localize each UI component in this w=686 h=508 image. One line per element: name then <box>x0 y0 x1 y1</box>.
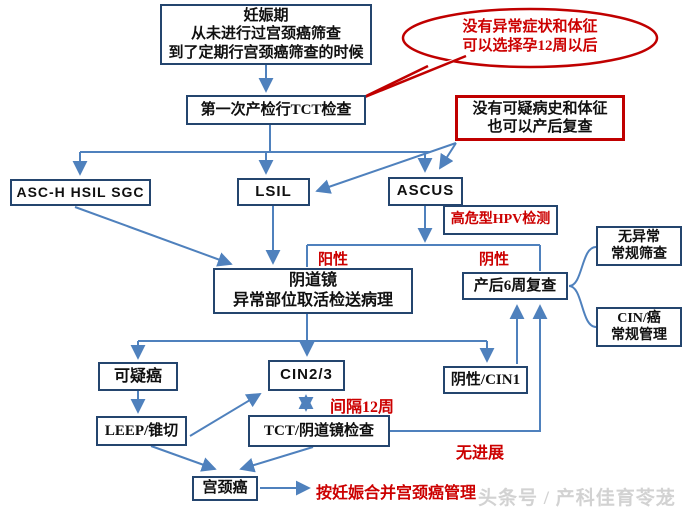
arrow-noprogress-to-postpartum <box>390 304 548 432</box>
node-no-suspicious-history: 没有可疑病史和体征 也可以产后复查 <box>455 95 625 141</box>
callout-line1: 没有异常症状和体征 <box>462 19 598 35</box>
node-cin23: CIN2/3 <box>268 360 345 391</box>
arrow-asch-to-colposcopy <box>74 206 233 267</box>
node-hpv-test: 高危型HPV检测 <box>443 205 558 235</box>
brace-postpartum-top <box>568 246 597 287</box>
node-postpartum-6w: 产后6周复查 <box>462 272 568 300</box>
node-ascus: ASCUS <box>388 177 463 206</box>
node-leep: LEEP/锥切 <box>96 416 187 446</box>
node-no-suspicious-history-line2: 也可以产后复查 <box>487 119 593 135</box>
node-pregnancy-line2: 从未进行过宫颈癌筛查 <box>190 26 341 43</box>
node-lsil-label: LSIL <box>255 182 292 200</box>
node-cin-cancer-mgmt-line1: CIN/癌 <box>617 310 661 326</box>
label-no-progress: 无进展 <box>456 445 505 462</box>
node-pregnancy-line1: 妊娠期 <box>243 8 289 25</box>
node-cervical-cancer: 宫颈癌 <box>192 476 258 501</box>
node-colposcopy-line1: 阴道镜 <box>288 272 337 290</box>
node-asc-h: ASC-H HSIL SGC <box>10 179 151 206</box>
node-hpv-test-label: 高危型HPV检测 <box>450 212 551 228</box>
node-no-abnormal-line2: 常规筛查 <box>611 247 667 262</box>
label-interval-12w: 间隔12周 <box>330 399 395 416</box>
node-no-abnormal-line1: 无异常 <box>618 229 660 245</box>
label-manage-as-cancer: 按妊娠合并宫颈癌管理 <box>316 485 477 502</box>
brace-postpartum-bottom <box>568 285 597 328</box>
callout-ellipse <box>401 7 659 69</box>
node-suspected-cancer: 可疑癌 <box>98 362 178 391</box>
node-lsil: LSIL <box>237 178 310 206</box>
node-cervical-cancer-label: 宫颈癌 <box>202 480 248 497</box>
node-tct-colposcopy-label: TCT/阴道镜检查 <box>263 422 374 439</box>
node-suspected-cancer-label: 可疑癌 <box>113 367 162 385</box>
callout-tail-edge-top <box>359 54 467 101</box>
arrow-history-to-ascus <box>438 142 457 170</box>
node-pregnancy-line3: 到了定期行宫颈癌筛查的时候 <box>168 44 364 61</box>
node-no-abnormal: 无异常 常规筛查 <box>596 226 682 266</box>
arrow-history-to-lsil <box>315 142 457 194</box>
node-cin-cancer-mgmt: CIN/癌 常规管理 <box>596 307 682 347</box>
callout-line2: 可以选择孕12周以后 <box>462 38 598 54</box>
node-ascus-label: ASCUS <box>396 182 455 200</box>
arrow-tctcolpo-to-cancer <box>239 446 314 473</box>
node-colposcopy-line2: 异常部位取活检送病理 <box>232 292 393 309</box>
node-negative-cin1: 阴性/CIN1 <box>443 366 528 394</box>
watermark: 头条号 / 产科佳育苓茏 <box>478 488 676 508</box>
callout-bubble <box>359 7 659 101</box>
node-asc-h-label: ASC-H HSIL SGC <box>16 183 145 200</box>
node-postpartum-6w-label: 产后6周复查 <box>473 277 557 294</box>
node-pregnancy: 妊娠期 从未进行过宫颈癌筛查 到了定期行宫颈癌筛查的时候 <box>160 4 372 65</box>
label-positive: 阳性 <box>318 252 349 268</box>
arrow-leep-to-cin23 <box>189 393 262 437</box>
arrow-leep-to-cancer <box>150 445 217 472</box>
label-negative: 阴性 <box>479 252 510 268</box>
node-colposcopy: 阴道镜 异常部位取活检送病理 <box>213 268 413 314</box>
node-leep-label: LEEP/锥切 <box>104 422 179 439</box>
node-first-tct-label: 第一次产检行TCT检查 <box>200 101 352 118</box>
node-no-suspicious-history-line1: 没有可疑病史和体征 <box>472 100 608 117</box>
callout-text: 没有异常症状和体征 可以选择孕12周以后 <box>415 18 645 56</box>
node-first-tct: 第一次产检行TCT检查 <box>186 95 366 125</box>
node-cin-cancer-mgmt-line2: 常规管理 <box>611 328 667 343</box>
callout-tail-edge-bottom <box>359 64 429 101</box>
node-negative-cin1-label: 阴性/CIN1 <box>450 371 521 388</box>
node-tct-colposcopy: TCT/阴道镜检查 <box>248 415 390 447</box>
node-cin23-label: CIN2/3 <box>280 366 333 384</box>
